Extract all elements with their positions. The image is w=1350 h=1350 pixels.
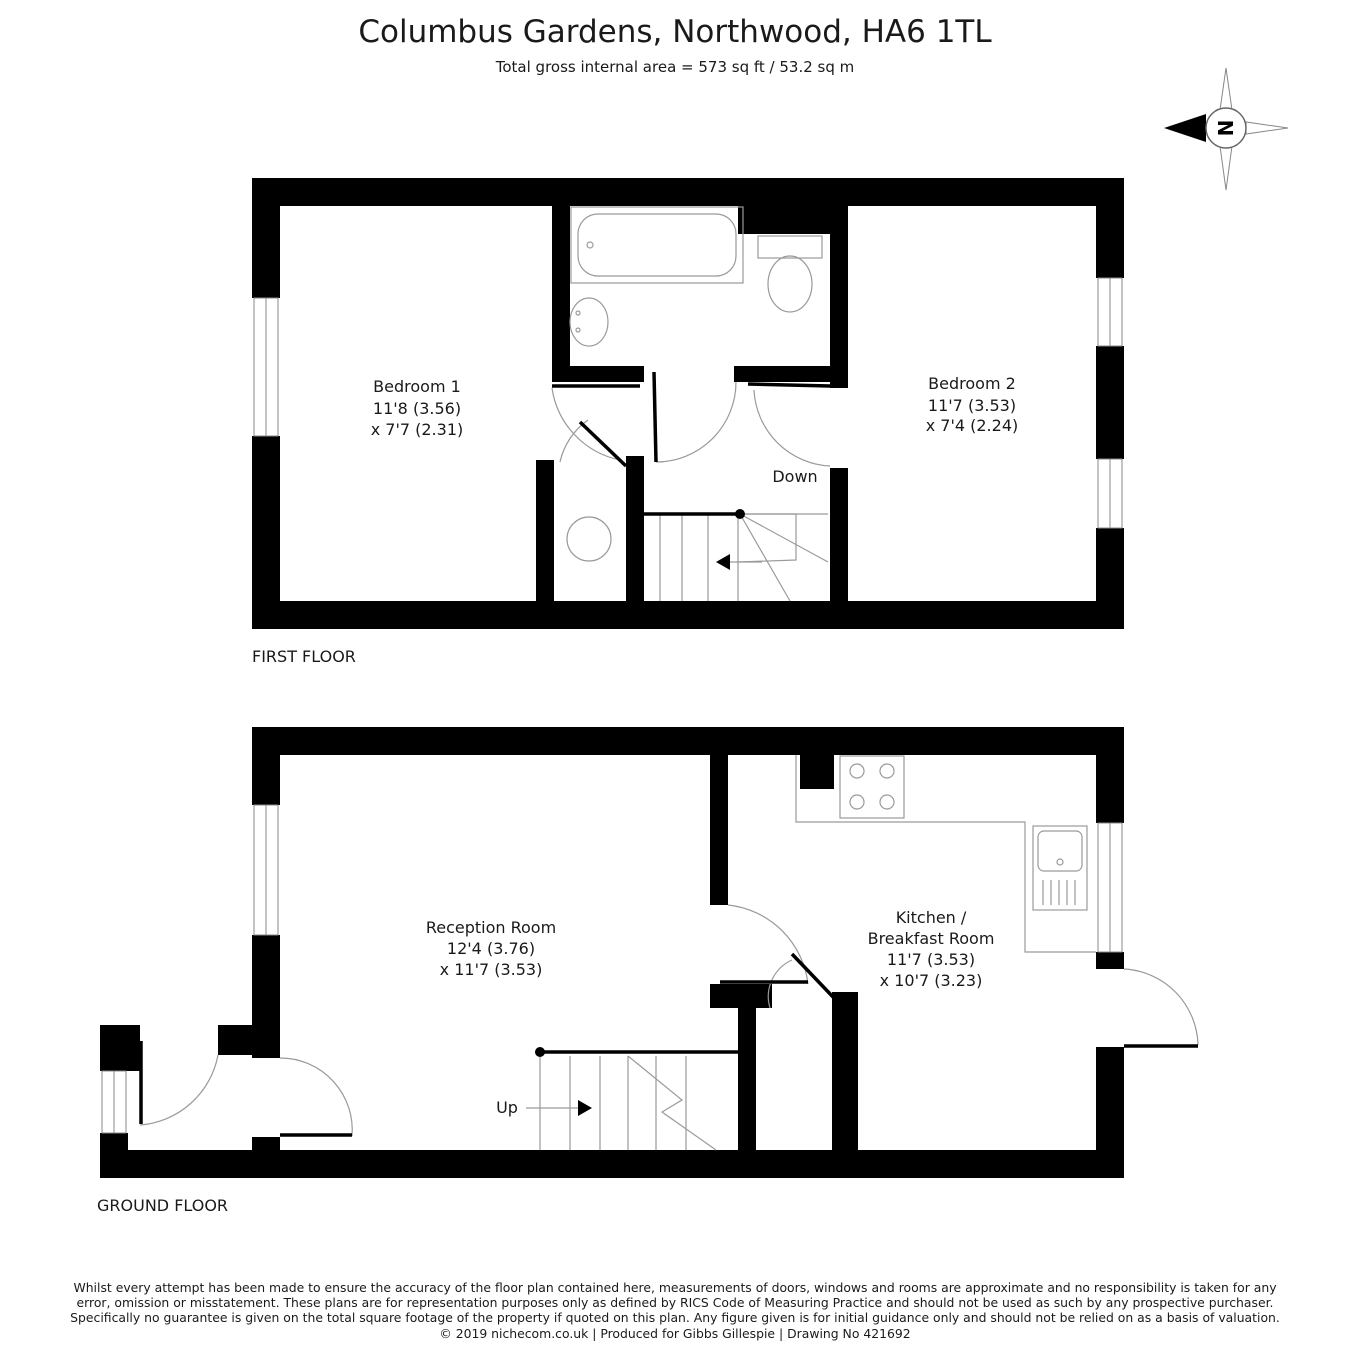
cylinder-icon — [566, 516, 612, 562]
kitchen-dim1: 11'7 (3.53) — [887, 950, 975, 969]
disclaimer-line-2: error, omission or misstatement. These p… — [76, 1295, 1274, 1311]
kitchen-label-line1: Kitchen / — [896, 908, 967, 927]
bedroom2-label: Bedroom 2 — [928, 374, 1016, 393]
compass-north-letter: N — [1214, 120, 1238, 137]
first-floor-stairs — [644, 513, 829, 602]
first-floor-windows — [253, 277, 1123, 529]
hob-icon — [839, 755, 905, 819]
reception-label: Reception Room — [426, 918, 556, 937]
basin-icon — [569, 297, 609, 347]
ground-floor-doors — [139, 952, 1198, 1137]
plan-title: Columbus Gardens, Northwood, HA6 1TL — [358, 14, 992, 50]
reception-dim1: 12'4 (3.76) — [447, 939, 535, 958]
first-floor-plan — [252, 178, 1124, 629]
ground-floor-windows — [101, 804, 1123, 1134]
compass-icon: N — [1164, 67, 1289, 191]
ground-floor-stairs — [526, 1055, 717, 1151]
bedroom1-dim1: 11'8 (3.56) — [373, 399, 461, 418]
reception-dim2: x 11'7 (3.53) — [440, 960, 543, 979]
ground-floor-label: GROUND FLOOR — [97, 1196, 228, 1215]
stairs-down-label: Down — [772, 467, 817, 486]
disclaimer-line-3: Specifically no guarantee is given on th… — [70, 1310, 1280, 1326]
ground-floor-plan — [100, 727, 1124, 1178]
ground-floor-fixtures — [139, 755, 1199, 1151]
stairs-arrow-up-icon — [578, 1100, 592, 1116]
first-floor-fixtures — [551, 206, 831, 602]
bedroom1-dim2: x 7'7 (2.31) — [371, 420, 464, 439]
disclaimer-line-1: Whilst every attempt has been made to en… — [73, 1280, 1277, 1295]
stairs-up-label: Up — [496, 1098, 518, 1117]
first-floor-label: FIRST FLOOR — [252, 647, 356, 666]
first-floor-doors — [552, 371, 831, 516]
wc-icon — [757, 235, 823, 259]
plan-subtitle: Total gross internal area = 573 sq ft / … — [495, 58, 855, 76]
stairs-arrow-down-icon — [716, 554, 730, 570]
disclaimer-line-4: © 2019 nichecom.co.uk | Produced for Gib… — [439, 1325, 911, 1341]
bath-icon — [570, 206, 744, 284]
disclaimer: Whilst every attempt has been made to en… — [40, 1280, 1310, 1341]
bedroom2-dim1: 11'7 (3.53) — [928, 396, 1016, 415]
kitchen-label-line2: Breakfast Room — [868, 929, 995, 948]
bedroom2-dim2: x 7'4 (2.24) — [926, 416, 1019, 435]
sink-icon — [1032, 825, 1088, 911]
kitchen-dim2: x 10'7 (3.23) — [880, 971, 983, 990]
bedroom1-label: Bedroom 1 — [373, 377, 461, 396]
